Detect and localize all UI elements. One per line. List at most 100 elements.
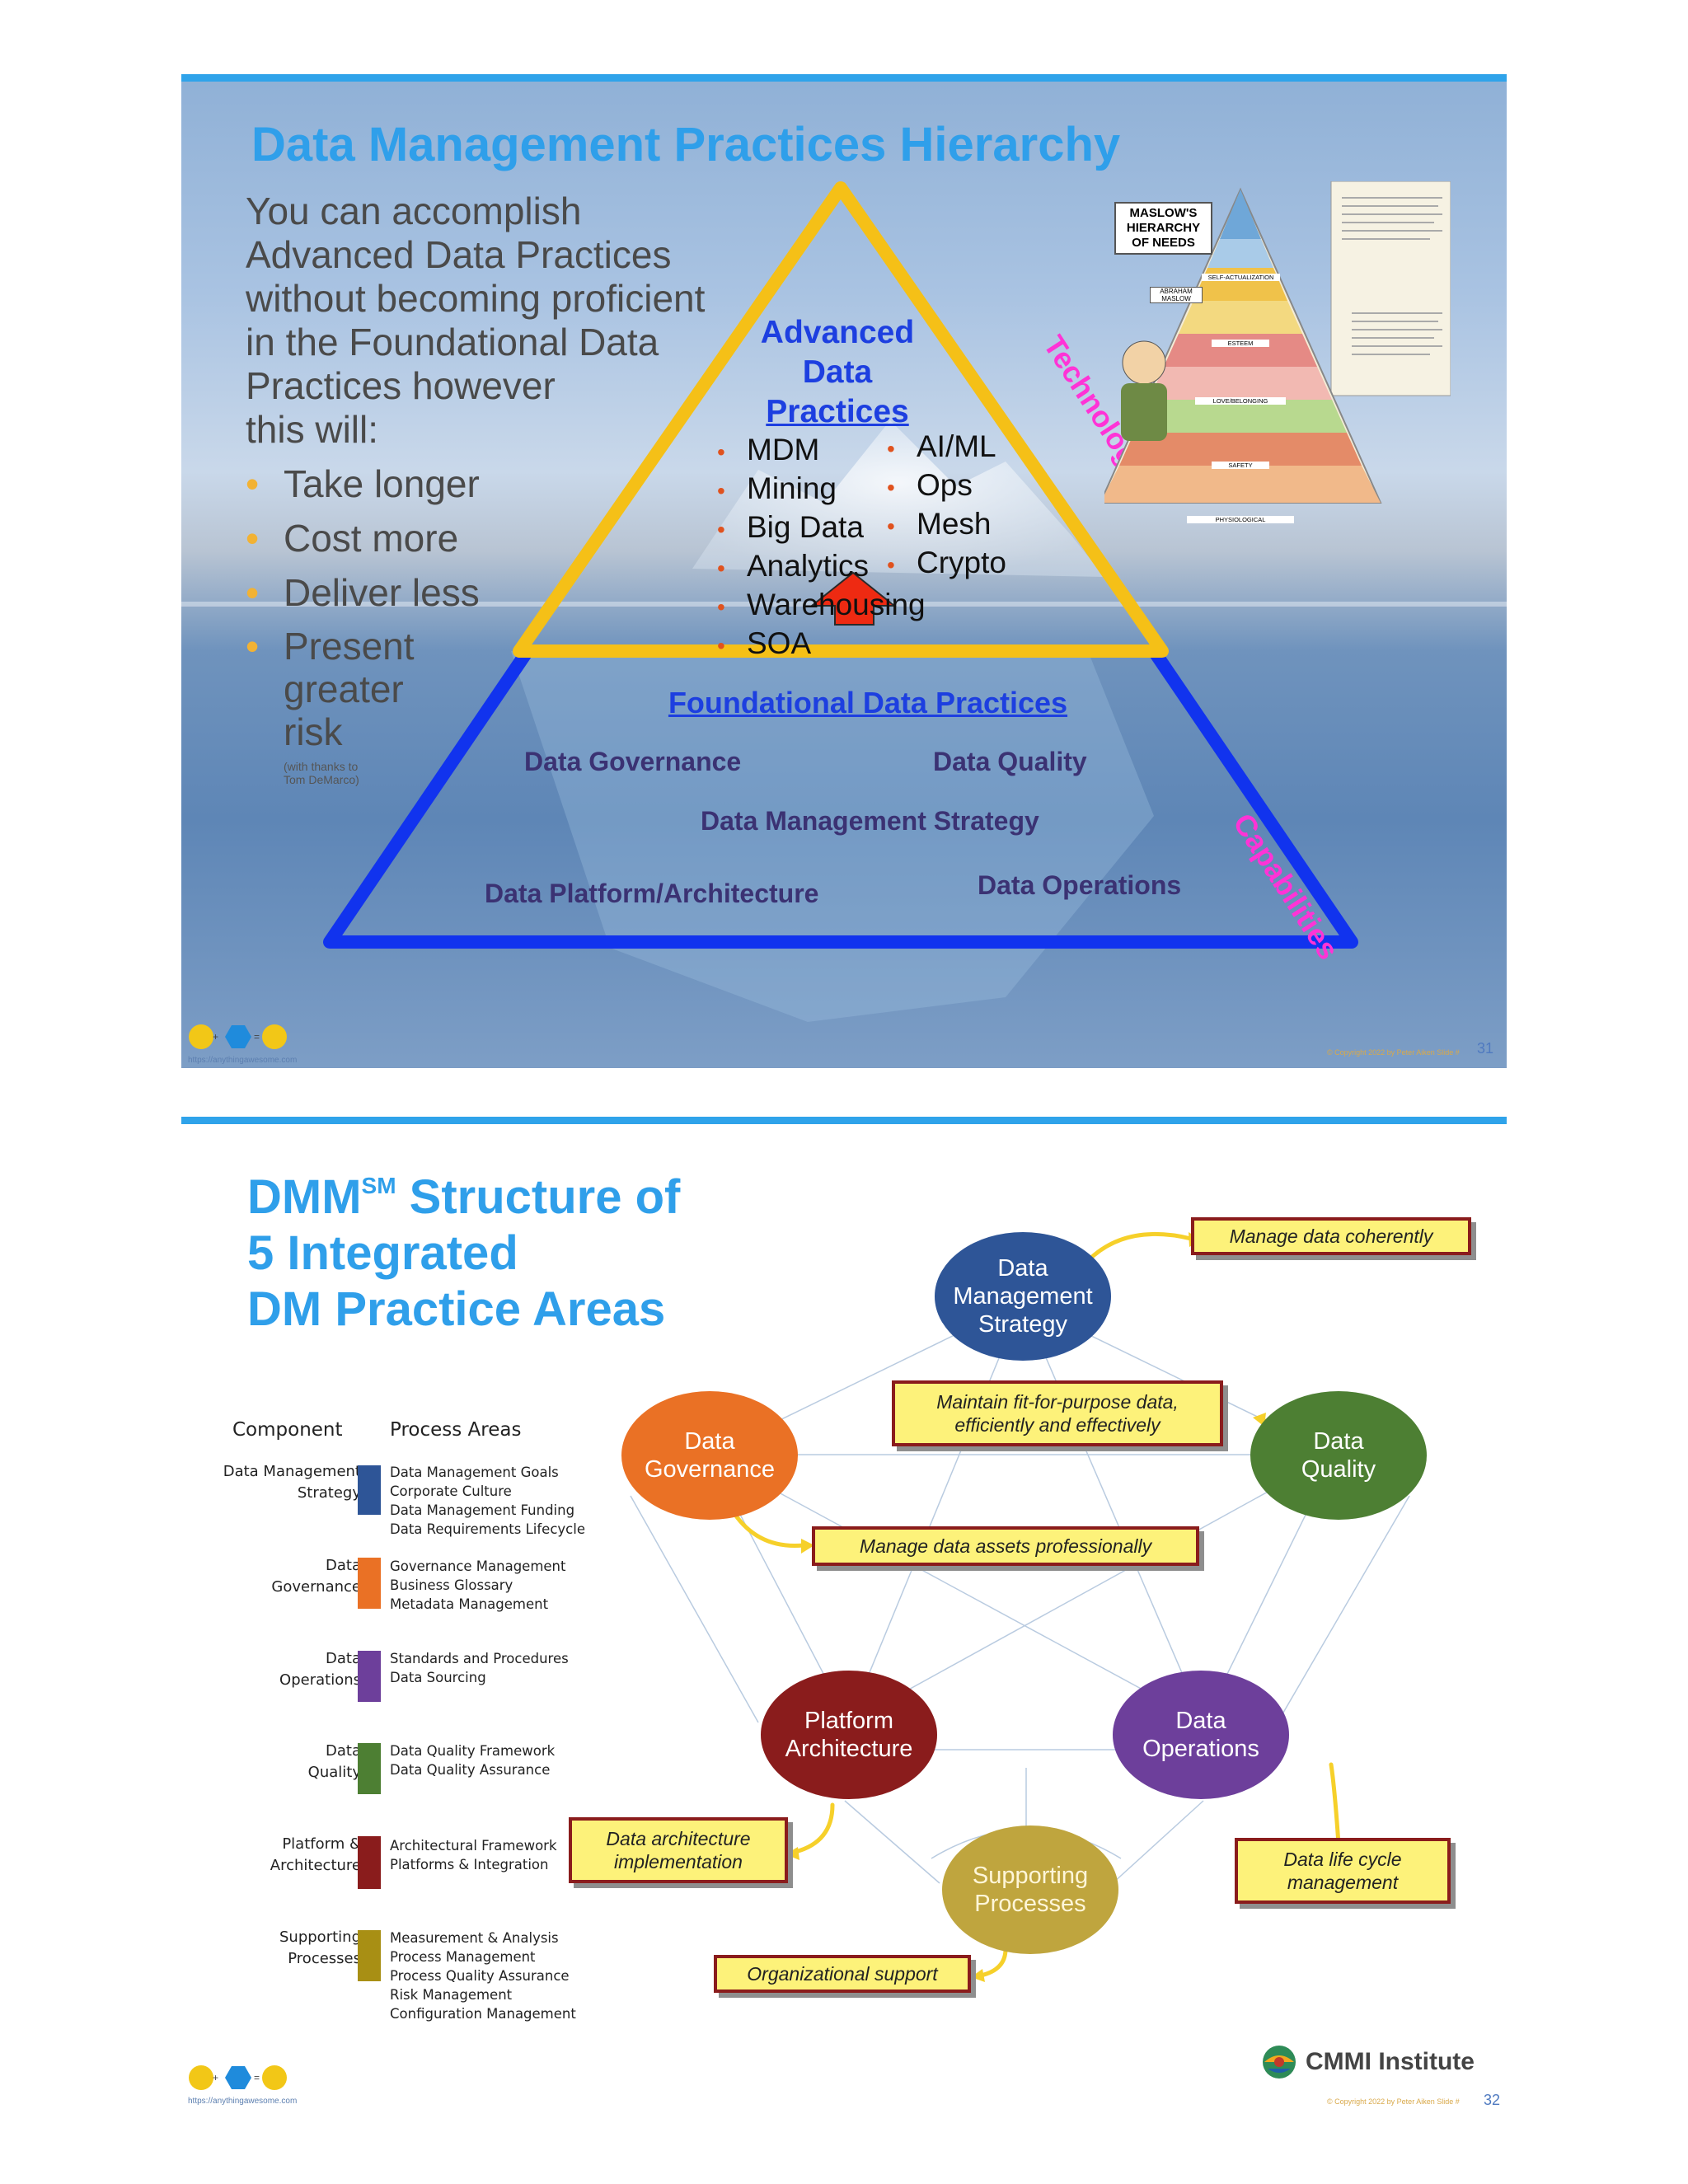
- list-item: •Mesh: [887, 507, 992, 541]
- foundational-title: Foundational Data Practices: [668, 686, 1068, 719]
- advanced-list-left: •MDM •Mining •Big Data •Analytics •Wareh…: [717, 432, 926, 664]
- intro-line: without becoming proficient: [246, 277, 706, 320]
- slide-title: DMMSM Structure of 5 Integrated DM Pract…: [247, 1158, 680, 1338]
- callout-fit-for-purpose: Maintain fit-for-purpose data,efficientl…: [892, 1380, 1223, 1446]
- maslow-name: ABRAHAM MASLOW: [1150, 287, 1203, 303]
- slide-top-bar: [181, 74, 1507, 82]
- svg-text:=: =: [254, 1031, 260, 1043]
- logo-url: https://anythingawesome.com: [188, 1056, 298, 1065]
- maslow-level: ESTEEM: [1212, 340, 1269, 347]
- slide-number: 32: [1484, 2092, 1501, 2108]
- advanced-line: Practices: [766, 394, 909, 429]
- advanced-list-right: •AI/ML •Ops •Mesh •Crypto: [887, 429, 1006, 583]
- foundational-governance: Data Governance: [524, 747, 742, 776]
- component-swatch: [358, 1836, 381, 1889]
- anythingawesome-logo: + = https://anythingawesome.com: [188, 1022, 297, 1065]
- list-item: •MDM: [717, 433, 820, 466]
- dmm-network: [630, 1231, 1410, 1982]
- thanks-note: (with thanks to Tom DeMarco): [284, 760, 359, 786]
- title-superscript: SM: [361, 1173, 396, 1198]
- bullet-text: Cost more: [284, 517, 459, 560]
- maslow-level: SELF-ACTUALIZATION: [1202, 274, 1280, 281]
- svg-text:+: +: [213, 1031, 218, 1043]
- logo-icon: + =: [189, 1024, 287, 1049]
- component-swatch: [358, 1651, 381, 1702]
- hierarchy-pyramid: [323, 181, 1358, 949]
- slide-title: Data Management Practices Hierarchy: [251, 118, 1121, 171]
- title-text: Structure of: [396, 1170, 681, 1224]
- advanced-line: Advanced: [760, 315, 915, 350]
- logo-url: https://anythingawesome.com: [188, 2097, 298, 2106]
- up-arrow-icon: [809, 571, 897, 626]
- bullet-item: •Cost more: [246, 517, 459, 560]
- maslow-illustration: MASLOW'S HIERARCHY OF NEEDS ABRAHAM MASL…: [1104, 181, 1451, 544]
- callout-organizational-support: Organizational support: [714, 1955, 971, 1993]
- intro-text: You can accomplish Advanced Data Practic…: [246, 190, 740, 452]
- intro-line: this will:: [246, 408, 379, 451]
- foundational-platform: Data Platform/Architecture: [485, 879, 819, 908]
- svg-text:=: =: [254, 2072, 260, 2083]
- thanks-line: Tom DeMarco): [284, 773, 359, 786]
- list-item: •Big Data: [717, 510, 864, 544]
- foundational-operations: Data Operations: [978, 870, 1182, 900]
- slide-top-bar: [181, 1117, 1507, 1124]
- maslow-level: LOVE/BELONGING: [1195, 397, 1286, 405]
- bullet-item: • Present greater risk: [246, 625, 415, 753]
- title-text: DMM: [247, 1170, 362, 1224]
- list-item: •Mining: [717, 471, 837, 505]
- title-line: 5 Integrated: [247, 1226, 518, 1280]
- slide-dmm-structure: DMMSM Structure of 5 Integrated DM Pract…: [181, 1117, 1507, 2155]
- intro-line: in the Foundational Data: [246, 321, 659, 363]
- foundational-quality: Data Quality: [933, 747, 1087, 776]
- cmmi-logo: CMMI Institute: [1261, 2044, 1475, 2080]
- component-swatch: [358, 1558, 381, 1609]
- intro-line: Practices however: [246, 364, 556, 407]
- foundational-strategy: Data Management Strategy: [701, 806, 1039, 836]
- slide-number: 31: [1477, 1040, 1494, 1057]
- component-swatch: [358, 1743, 381, 1794]
- table-header-component: Component: [232, 1419, 343, 1441]
- intro-line: You can accomplish: [246, 190, 582, 232]
- bullet-text: Present: [284, 625, 415, 668]
- intro-line: Advanced Data Practices: [246, 233, 672, 276]
- cmmi-globe-icon: [1263, 2046, 1296, 2079]
- anythingawesome-logo: + = https://anythingawesome.com: [188, 2063, 297, 2106]
- component-label: Platform &Architecture: [270, 1835, 361, 1874]
- slide-footer: © Copyright 2022 by Peter Aiken Slide #: [1327, 1048, 1460, 1057]
- list-item: •Crypto: [887, 546, 1006, 579]
- list-item: •SOA: [717, 626, 812, 660]
- list-item: •Ops: [887, 468, 973, 502]
- bullet-text: Deliver less: [284, 571, 480, 614]
- bullet-text: greater: [284, 668, 404, 710]
- cmmi-text: CMMI Institute: [1306, 2048, 1475, 2075]
- bullet-text: Take longer: [284, 462, 480, 505]
- logo-icon: + =: [189, 2065, 287, 2090]
- bullet-text: risk: [284, 710, 343, 753]
- maslow-level: PHYSIOLOGICAL: [1187, 516, 1294, 523]
- advanced-title: Advanced Data Practices: [738, 313, 936, 432]
- component-swatch: [358, 1930, 381, 1981]
- table-header-process-areas: Process Areas: [390, 1419, 522, 1441]
- advanced-line: Data: [802, 354, 873, 390]
- slide-footer: © Copyright 2022 by Peter Aiken Slide #: [1327, 2097, 1460, 2106]
- component-swatch: [358, 1465, 381, 1515]
- list-item: •Warehousing: [717, 588, 926, 621]
- callout-manage-assets: Manage data assets professionally: [812, 1526, 1199, 1566]
- slide-hierarchy: Data Management Practices Hierarchy You …: [181, 74, 1507, 1068]
